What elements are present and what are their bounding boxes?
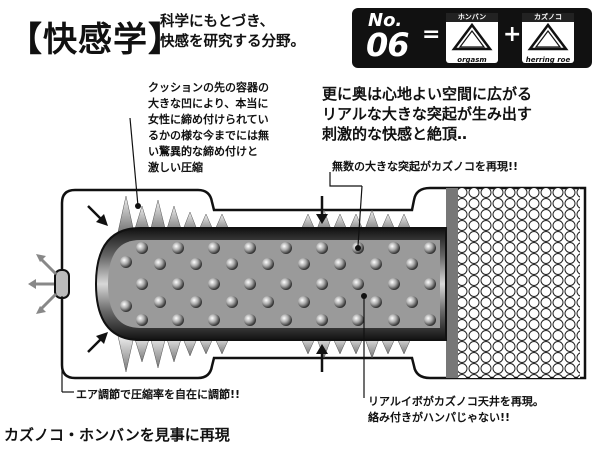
inner-wall (446, 188, 458, 378)
recycle-mark-orgasm: ホンバン orgasm (446, 13, 498, 64)
badge-number: 06 (366, 26, 410, 64)
badge-no-label: No. (368, 10, 403, 31)
recycle-mark-label: カズノコ (522, 13, 574, 22)
page-subtitle: 科学にもとづき、 快感を研究する分野。 (160, 12, 305, 52)
headline: 更に奥は心地よい空間に広がる リアルな大きな突起が生み出す 刺激的な快感と絶頂‥ (322, 84, 532, 144)
recycle-triangle-icon (451, 22, 493, 51)
note-line: い驚異的な締め付けと (148, 145, 258, 158)
recycle-mark-caption: orgasm (457, 56, 487, 64)
herring-roe-texture (456, 188, 580, 378)
page-title: 【快感学】 (8, 20, 183, 60)
bumps-callout: 無数の大きな突起がカズノコを再現!! (332, 160, 519, 173)
recycle-triangle-icon (527, 22, 569, 51)
headline-line: リアルな大きな突起が生み出す (322, 105, 532, 123)
inner-bumps (120, 242, 436, 326)
badge-equals: = (422, 22, 441, 47)
air-arrowheads (28, 254, 46, 314)
headline-line: 更に奥は心地よい空間に広がる (322, 85, 533, 103)
leader-dots (135, 203, 367, 299)
note-line: 女性に締め付けられてい (148, 113, 269, 126)
note-line: 激しい圧縮 (148, 161, 203, 174)
recycle-mark-herring-roe: カズノコ herring roe (522, 13, 574, 64)
air-valve (54, 269, 70, 299)
note-line: クッションの先の容器の (148, 81, 269, 94)
cushion-note: クッションの先の容器の 大きな凹により、本当に 女性に締め付けられてい るかの様… (148, 80, 269, 176)
subtitle-line: 科学にもとづき、 (160, 14, 275, 30)
subtitle-line: 快感を研究する分野。 (160, 34, 305, 50)
recycle-mark-caption: herring roe (525, 56, 571, 64)
note-line: 大きな凹により、本当に (148, 97, 269, 110)
air-callout: エア調節で圧縮率を自在に調節!! (76, 388, 241, 401)
footer-tagline: カズノコ・ホンバンを見事に再現 (4, 426, 230, 444)
callout-line: リアルイボがカズノコ天井を再現。 (368, 395, 544, 408)
ceiling-callout: リアルイボがカズノコ天井を再現。 絡み付きがハンパじゃない!! (368, 394, 544, 426)
compression-arrowheads (96, 214, 328, 354)
note-line: るかの様な今までには無 (148, 129, 269, 142)
recycle-mark-label: ホンバン (446, 13, 498, 22)
callout-line: 絡み付きがハンパじゃない!! (368, 411, 511, 424)
leader-lines (61, 117, 365, 398)
badge-plus: + (503, 22, 522, 47)
headline-line: 刺激的な快感と絶頂‥ (322, 125, 468, 143)
